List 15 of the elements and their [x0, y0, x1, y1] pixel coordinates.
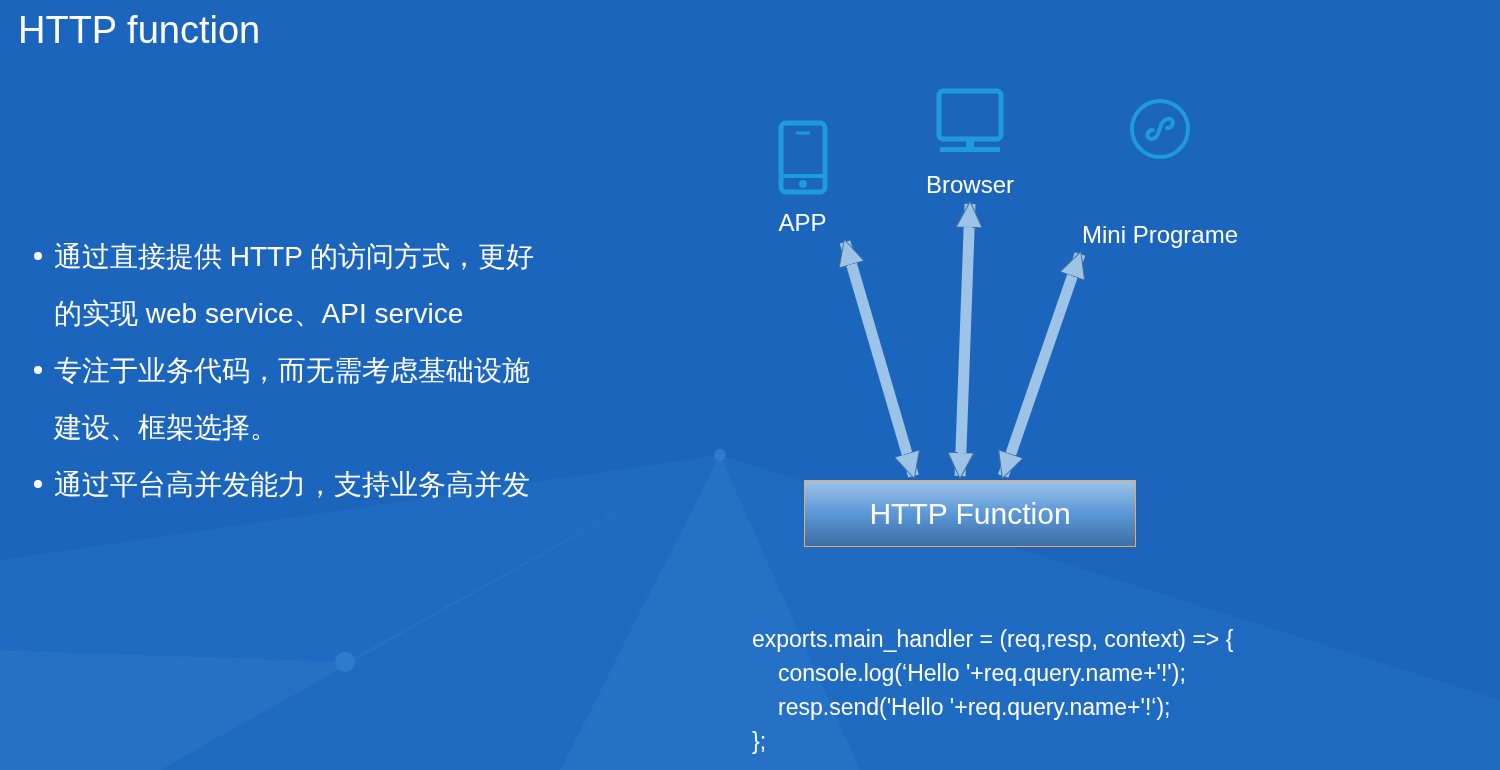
function-box: HTTP Function: [804, 480, 1136, 547]
bullet-text: 专注于业务代码，而无需考虑基础设施建设、框架选择。: [54, 354, 531, 445]
client-label: APP: [778, 208, 827, 238]
client-label: Mini Programe: [1081, 220, 1238, 250]
code-line: resp.send('Hello '+req.query.name+'!‘);: [777, 693, 1172, 722]
double-arrow: [998, 251, 1086, 479]
double-arrow: [838, 239, 920, 479]
code-line: console.log(‘Hello '+req.query.name+'!');: [777, 659, 1187, 688]
double-arrow: [947, 200, 983, 480]
bullet-text: 通过直接提供 HTTP 的访问方式，更好的实现 web service、API service: [54, 240, 536, 331]
slide-title: HTTP function: [18, 8, 261, 53]
code-line: };: [752, 727, 768, 756]
bullet-text: 通过平台高并发能力，支持业务高并发: [54, 468, 531, 502]
client-label: Browser: [926, 170, 1014, 200]
code-line: exports.main_handler = (req,resp, context) => {: [752, 625, 1234, 654]
